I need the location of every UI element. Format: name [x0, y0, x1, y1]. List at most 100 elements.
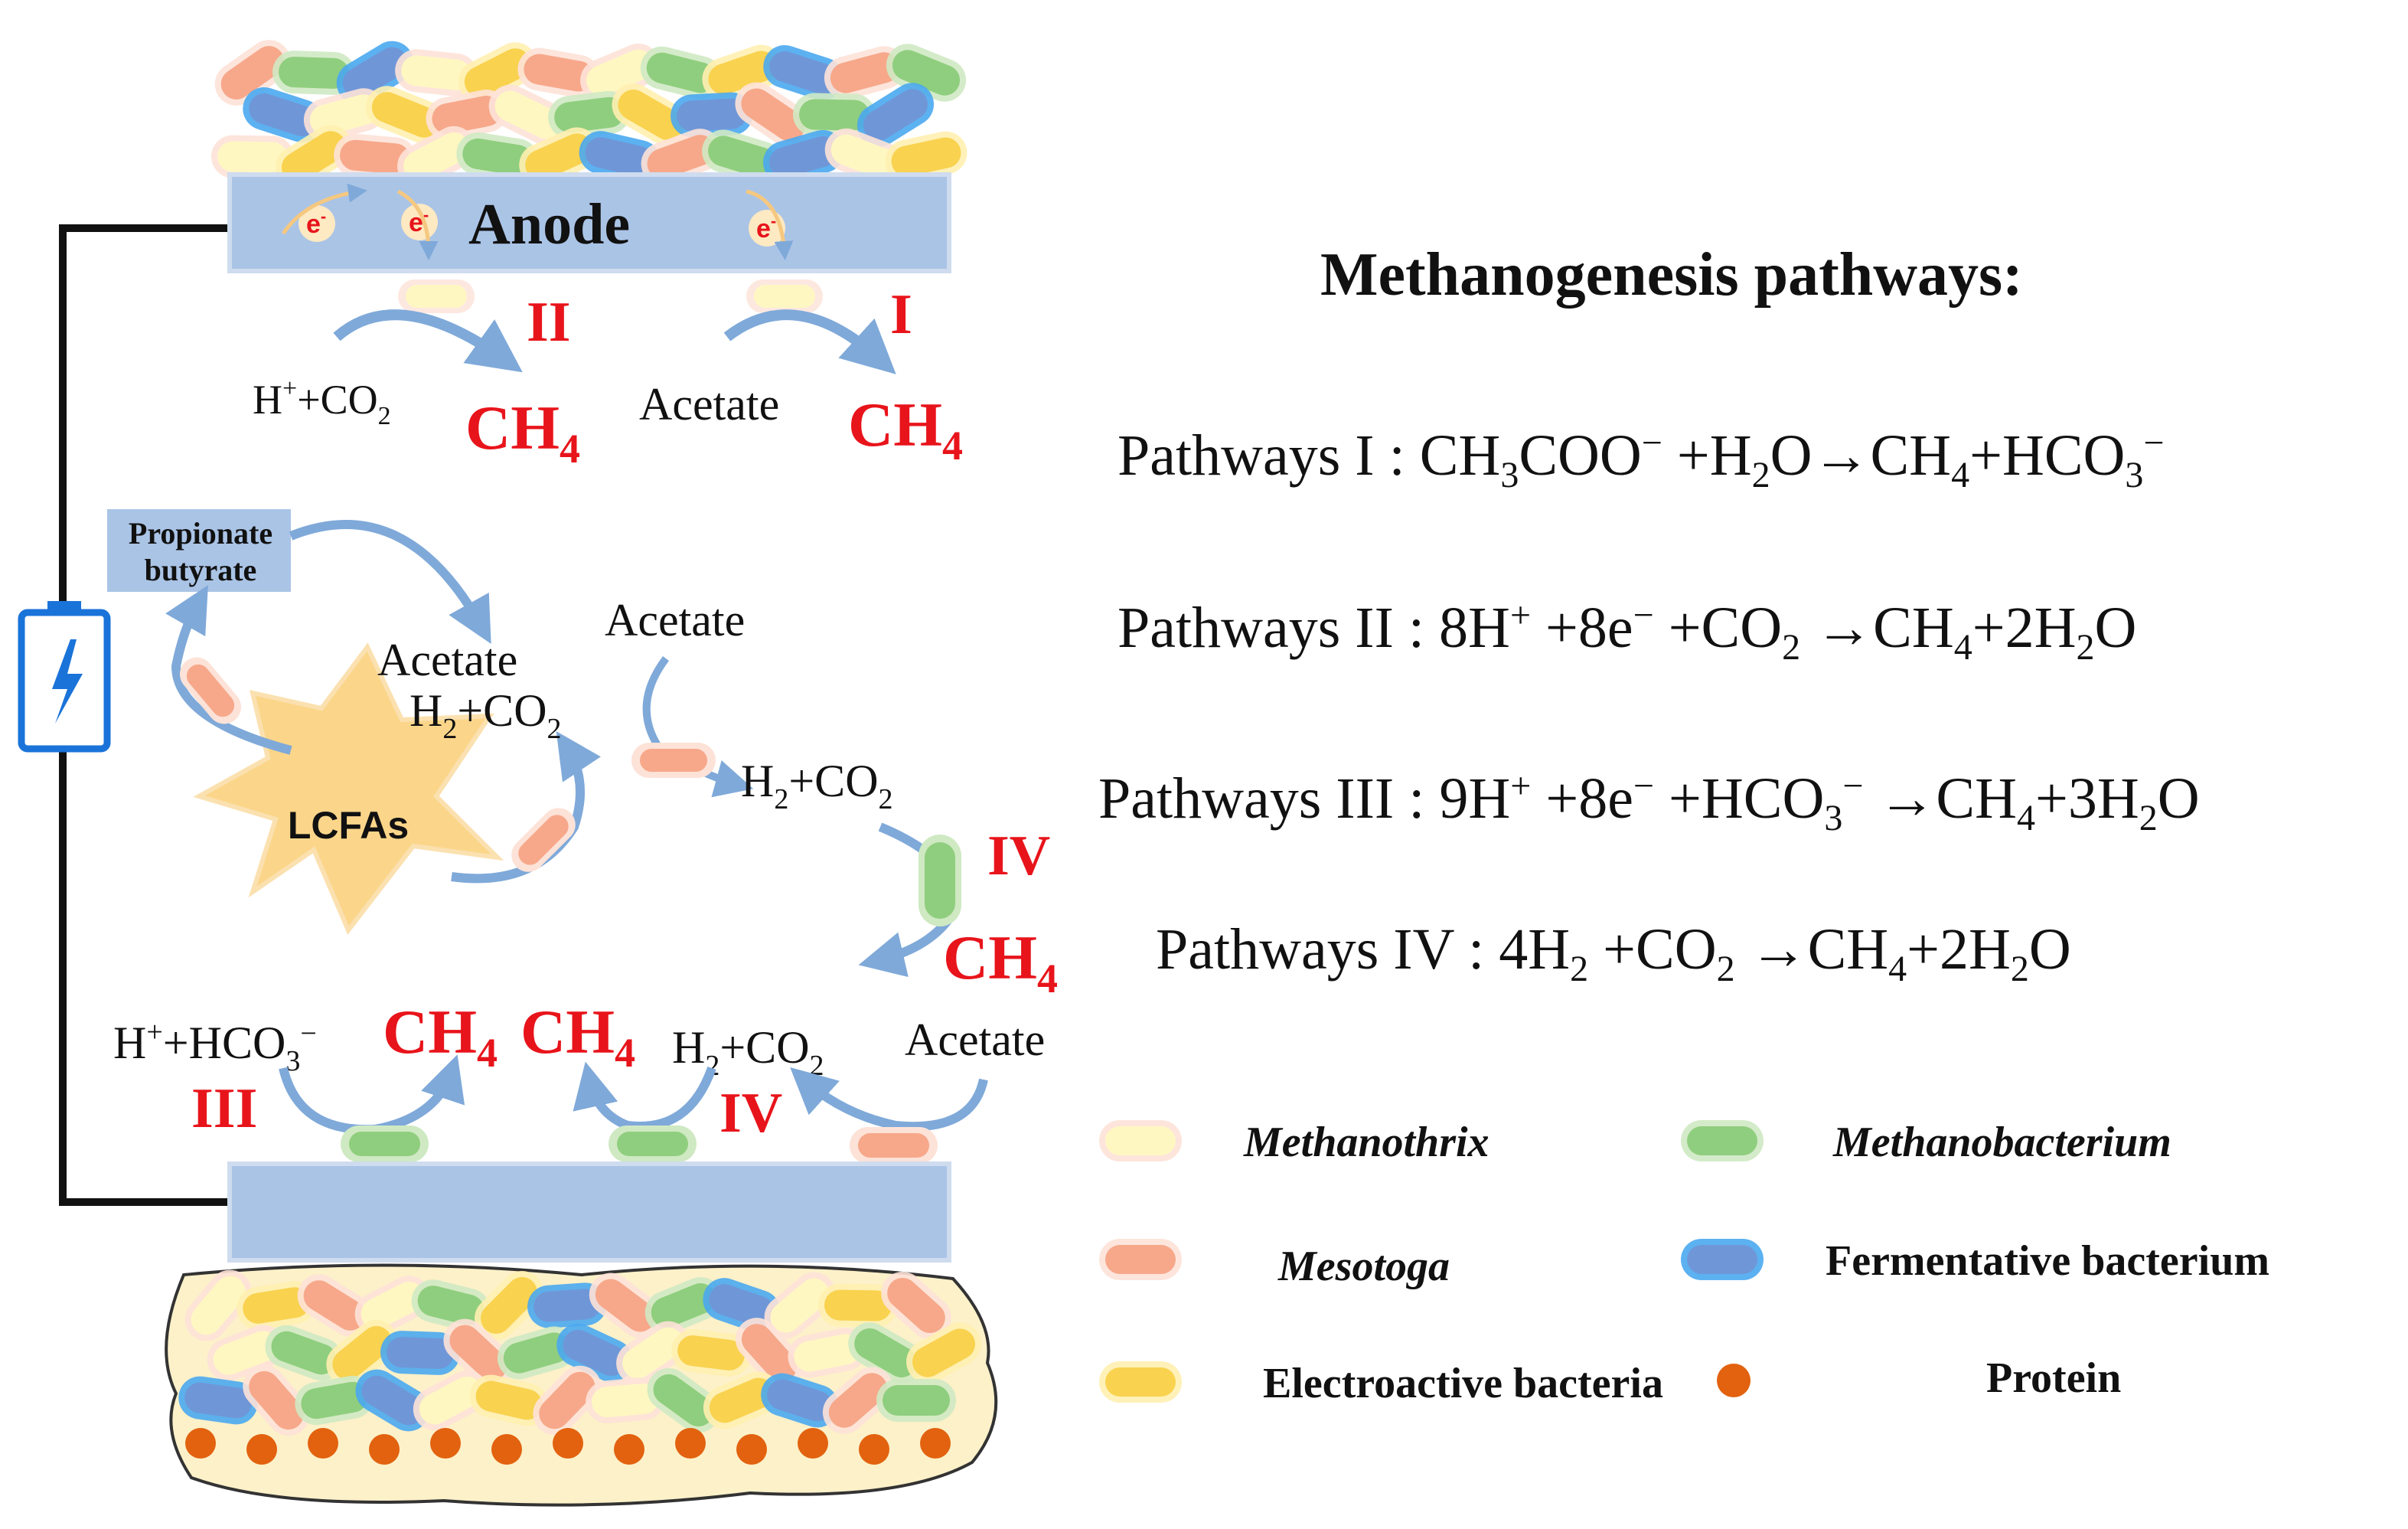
legend-item: Fermentative bacterium — [1681, 1237, 2269, 1285]
protein-dot — [185, 1428, 216, 1459]
electroactive-cell — [237, 1281, 316, 1330]
pathway-marker-iii: III — [191, 1077, 257, 1140]
electroactive-cell — [475, 1271, 543, 1340]
methanobacterium-cell — [548, 90, 631, 139]
pathway-marker-iv: IV — [987, 825, 1050, 887]
mesotoga-cell — [334, 133, 416, 181]
anode-label: Anode — [468, 192, 630, 256]
protein-dot — [614, 1434, 644, 1465]
protein-dot — [798, 1428, 828, 1459]
propionate-label: Propionate — [129, 516, 272, 551]
electroactive-cell — [519, 127, 599, 187]
lcfas-label: LCFAs — [288, 804, 409, 847]
legend-item: Methanothrix — [1099, 1119, 1490, 1166]
methanothrix-cell — [764, 1272, 836, 1339]
legend-item: Mesotoga — [1099, 1239, 1450, 1290]
mesotoga-cell — [443, 1318, 514, 1387]
protein-dot — [553, 1428, 583, 1459]
legend-label: Fermentative bacterium — [1826, 1237, 2269, 1285]
methanobacterium-cell — [456, 132, 539, 182]
fermentative-cell — [763, 129, 844, 185]
product-ch4: CH4 — [465, 393, 580, 472]
methanothrix-cell — [746, 279, 823, 313]
protein-dot — [920, 1428, 951, 1459]
cycle-arrow — [289, 520, 491, 644]
fermentative-cell — [380, 1331, 460, 1375]
methanobacterium-cell — [497, 1326, 576, 1380]
methanothrix-cell — [824, 128, 905, 186]
product-ch4: CH4 — [943, 923, 1058, 1001]
pathway-ii-arrow — [333, 309, 523, 373]
electroactive-cell — [906, 1322, 981, 1384]
cycle-arrow — [165, 585, 292, 755]
methanothrix-cell — [413, 1370, 489, 1431]
fermentative-cell — [763, 44, 844, 101]
electroactive-cell — [671, 1329, 751, 1377]
methanobacterium-cell — [644, 1277, 723, 1334]
legend-label: Electroactive bacteria — [1263, 1360, 1663, 1407]
methanobacterium-cell — [411, 1279, 491, 1331]
pathway-marker-iv: IV — [719, 1082, 782, 1145]
mesotoga-cell — [511, 808, 576, 872]
methanothrix-cell — [616, 1321, 690, 1385]
mesotoga-swatch — [1099, 1239, 1182, 1280]
fermentative-cell — [355, 1369, 430, 1432]
electroactive-cell — [365, 86, 446, 144]
methanobacterium-cell — [918, 835, 961, 926]
legend-item: Protein — [1717, 1354, 2121, 1402]
electroactive-cell — [885, 131, 967, 183]
substrate-h-co2: H++CO2 — [253, 374, 391, 430]
mesotoga-cell — [881, 1271, 951, 1340]
protein-dot — [430, 1428, 461, 1459]
methanothrix-cell — [488, 84, 568, 145]
fermentative-cell — [527, 1282, 607, 1328]
battery-icon — [18, 601, 111, 753]
equation-pathway-2: Pathways II : 8H+ +8e− +CO2 →CH4+2H2O — [1118, 595, 2136, 668]
lcfa-star — [193, 642, 504, 935]
acetate-arrow — [790, 1067, 988, 1132]
acetate-label: Acetate — [605, 595, 745, 645]
anode-biofilm — [211, 40, 967, 189]
fermentative-cell — [336, 41, 414, 105]
methanobacterium-cell — [702, 129, 783, 185]
methanobacterium-cell — [609, 1126, 697, 1162]
methanobacterium-cell — [341, 1126, 429, 1162]
mesotoga-cell — [850, 1127, 938, 1164]
electroactive-cell — [703, 1371, 781, 1429]
fermentative-cell — [178, 1376, 258, 1425]
pathway-iii-arrow — [279, 1054, 465, 1135]
mesotoga-cell — [243, 1364, 310, 1436]
product-ch4: CH4 — [520, 997, 635, 1076]
methanothrix-cell — [211, 135, 294, 179]
methanothrix-swatch — [1099, 1120, 1182, 1161]
protein-dot — [369, 1434, 400, 1465]
methanothrix-cell — [184, 1269, 252, 1341]
pathway-i-arrow — [723, 309, 896, 374]
mesotoga-cell — [631, 743, 716, 778]
methanobacterium-cell — [876, 1379, 956, 1422]
legend-item: Methanobacterium — [1681, 1119, 2171, 1166]
mesotoga-cell — [426, 90, 508, 140]
fermentative-swatch — [1681, 1239, 1764, 1280]
mesotoga-cell — [641, 129, 722, 185]
intermediate-acetate: Acetate — [377, 635, 517, 685]
protein-swatch — [1717, 1364, 1751, 1397]
fermentative-cell — [761, 1373, 839, 1428]
mesotoga-cell — [824, 46, 906, 100]
fermentative-cell — [671, 92, 753, 138]
electron-flow-arrow — [396, 189, 439, 260]
butyrate-label: butyrate — [145, 553, 257, 587]
electroactive-cell — [818, 1283, 898, 1328]
methanobacterium-cell — [272, 51, 355, 95]
pathway-marker-ii: II — [527, 291, 571, 354]
electron-flow-arrow — [281, 183, 367, 235]
electroactive-cell — [469, 1374, 549, 1426]
mesotoga-cell — [735, 82, 811, 148]
methanobacterium-swatch — [1681, 1120, 1764, 1161]
mesotoga-cell — [822, 1367, 894, 1434]
fermentative-cell — [857, 83, 935, 147]
legend-item: Electroactive bacteria — [1099, 1360, 1663, 1407]
electron-icon: e- — [299, 205, 335, 242]
product-ch4: CH4 — [848, 390, 963, 469]
